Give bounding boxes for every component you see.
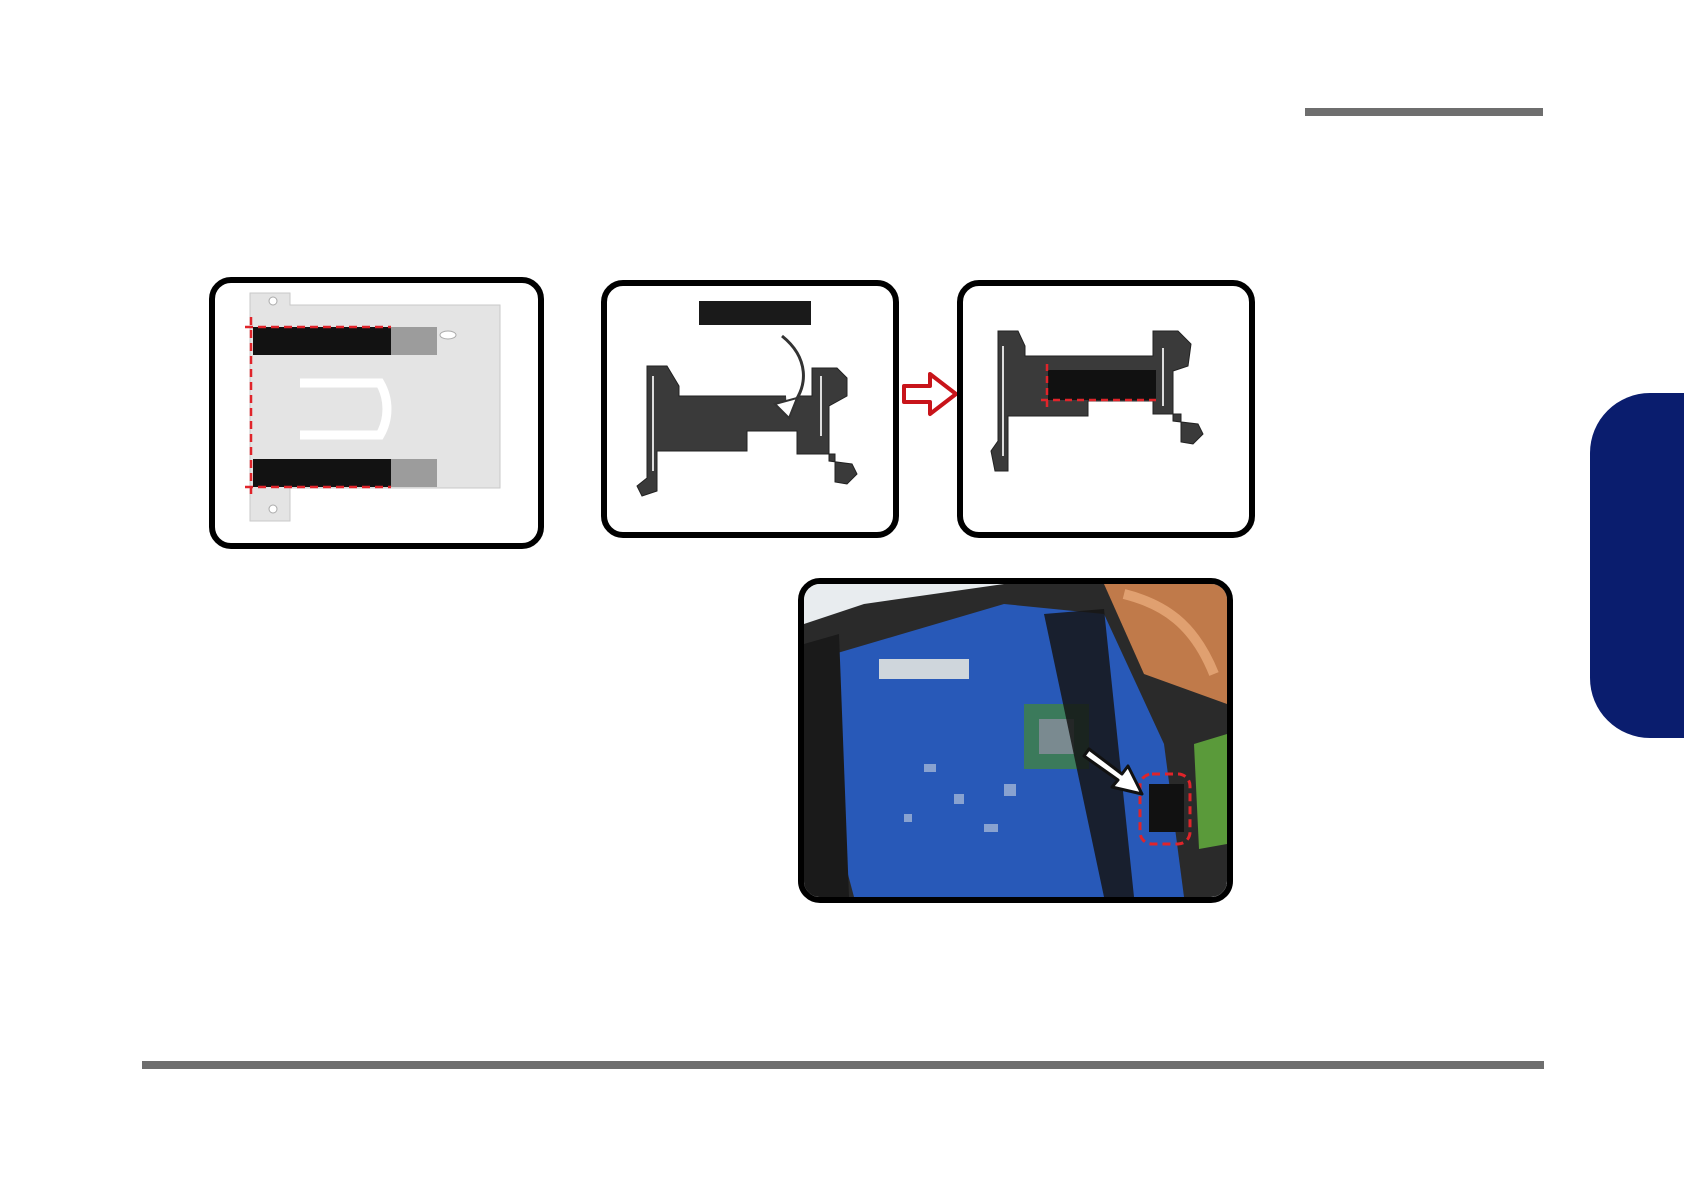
- tape-strip-icon: [699, 301, 811, 325]
- header-rule: [1305, 108, 1543, 116]
- next-step-arrow-icon: [900, 370, 960, 418]
- bracket-icon: [963, 286, 1249, 532]
- footer-rule: [142, 1061, 1544, 1069]
- hdd-bracket-icon: [215, 283, 538, 543]
- figure-mainboard-connector-photo: [798, 578, 1233, 903]
- figure-tape-fold-step: [601, 280, 899, 538]
- figure-tape-applied-step: [957, 280, 1255, 538]
- figure-bracket-tape-top-view: [209, 277, 544, 549]
- bracket-icon: [607, 286, 893, 532]
- mainboard-icon: [804, 584, 1227, 897]
- tape-strip-icon: [1048, 370, 1156, 400]
- chapter-side-tab[interactable]: [1590, 393, 1684, 738]
